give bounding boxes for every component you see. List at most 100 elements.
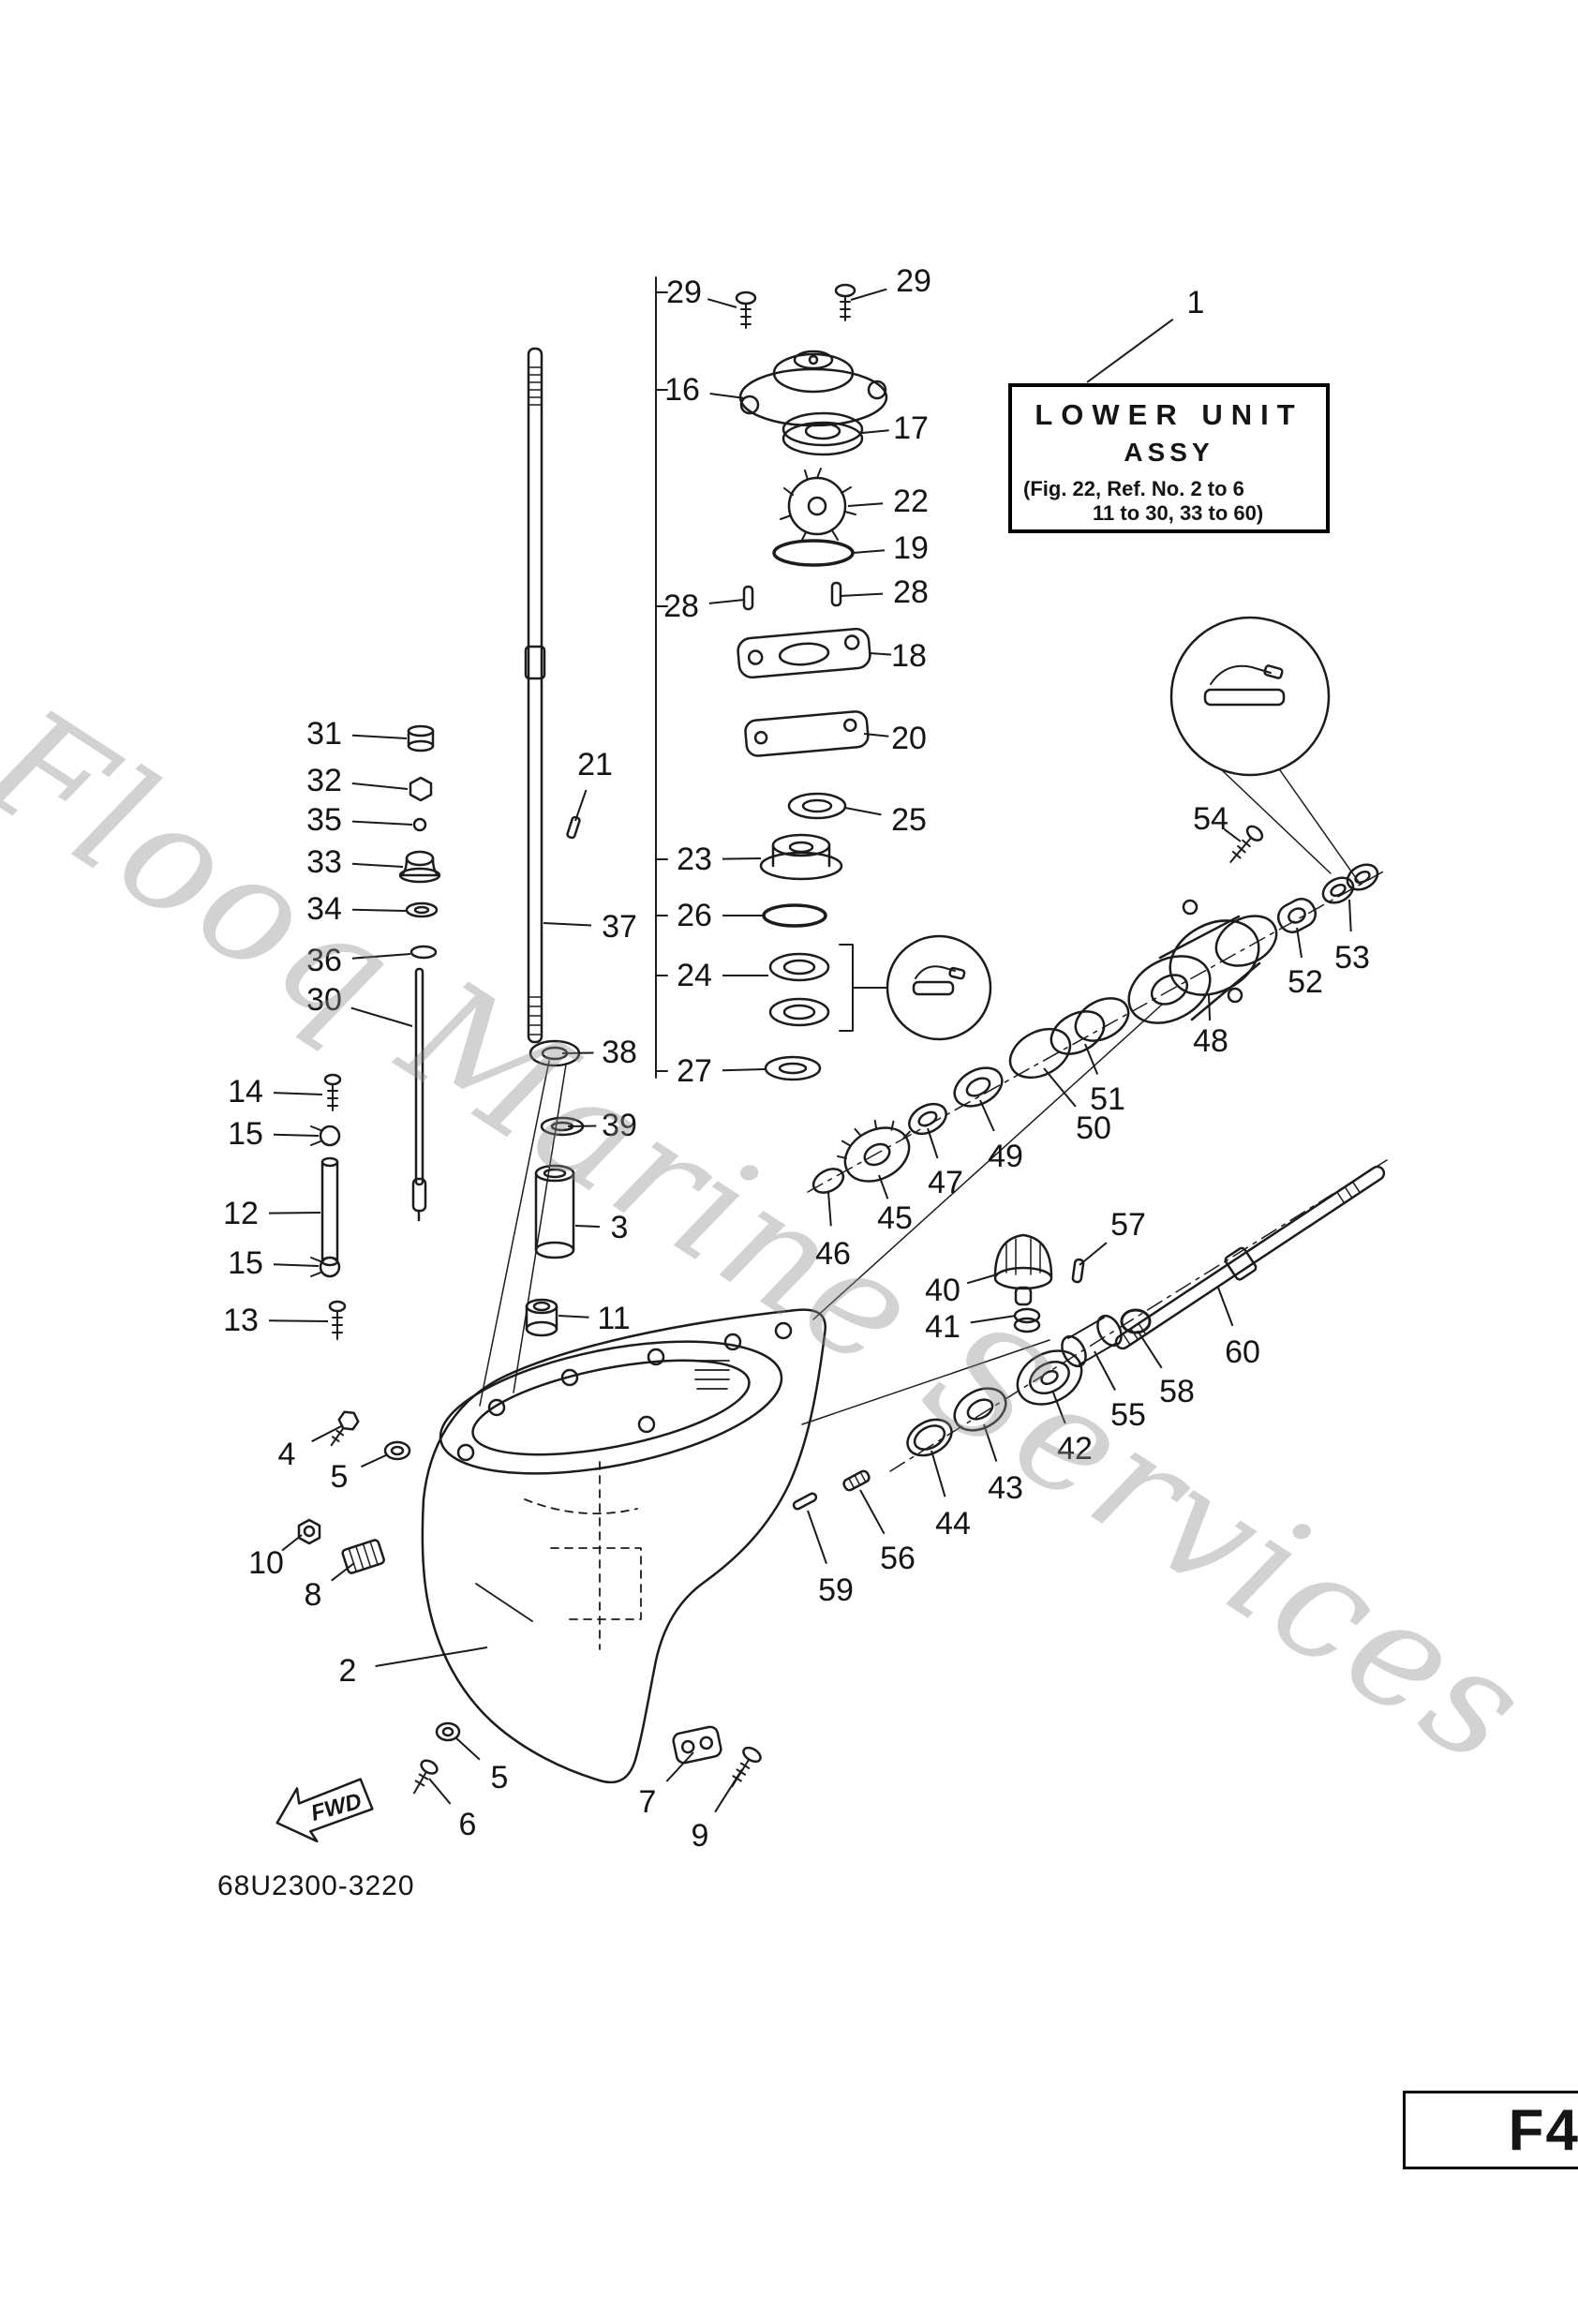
leader-line-9 <box>714 1768 743 1813</box>
callout-43: 43 <box>988 1470 1023 1506</box>
callout-28: 28 <box>663 588 699 624</box>
leader-line-53 <box>1348 899 1352 932</box>
callout-30: 30 <box>306 982 342 1018</box>
leader-line-38 <box>561 1051 594 1054</box>
callout-5: 5 <box>490 1760 509 1795</box>
screw-14 <box>323 1073 342 1111</box>
callout-36: 36 <box>306 943 342 978</box>
shim-47 <box>908 1102 947 1136</box>
bushing-52 <box>1276 898 1317 933</box>
callout-49: 49 <box>988 1139 1023 1174</box>
callout-2: 2 <box>338 1653 357 1689</box>
callout-35: 35 <box>306 802 342 838</box>
callout-45: 45 <box>877 1200 913 1236</box>
leader-line-29 <box>850 288 887 301</box>
callout-54: 54 <box>1193 801 1228 837</box>
nut-10 <box>297 1518 321 1545</box>
ball-35 <box>412 817 427 832</box>
leader-line-30 <box>350 1006 413 1027</box>
bearing-carrier-48 <box>1127 899 1278 1024</box>
leader-line-12 <box>268 1212 321 1214</box>
callout-60: 60 <box>1225 1334 1260 1370</box>
callout-19: 19 <box>893 530 929 566</box>
title-box: LOWER UNIT ASSY (Fig. 22, Ref. No. 2 to … <box>1008 383 1330 533</box>
callout-42: 42 <box>1057 1431 1093 1467</box>
leader-line-20 <box>863 733 889 737</box>
title-box-ref-line1: (Fig. 22, Ref. No. 2 to 6 <box>1023 477 1244 500</box>
page-label-box: F4 <box>1403 2091 1578 2169</box>
bearing-43 <box>953 1387 1007 1432</box>
impeller <box>780 468 856 543</box>
leader-line-5 <box>360 1453 389 1468</box>
prop-shaft-60 <box>1114 1165 1386 1350</box>
callout-53: 53 <box>1334 940 1370 976</box>
callout-24: 24 <box>677 958 712 993</box>
leader-line-14 <box>273 1092 323 1095</box>
leader-line-57 <box>1079 1242 1108 1266</box>
leader-line-15 <box>273 1263 320 1267</box>
callout-33: 33 <box>306 844 342 880</box>
sleeve-3 <box>534 1164 575 1259</box>
leader-line-21 <box>574 789 588 822</box>
anode-8 <box>341 1539 385 1574</box>
callout-6: 6 <box>458 1807 477 1842</box>
callout-50: 50 <box>1076 1110 1111 1146</box>
leader-line-23 <box>722 857 762 860</box>
callout-37: 37 <box>602 909 637 945</box>
gasket <box>744 710 870 757</box>
dowel-pin-right <box>830 581 842 607</box>
group-bracket-line <box>655 276 668 1079</box>
leader-line-41 <box>970 1315 1017 1324</box>
callout-55: 55 <box>1110 1397 1146 1433</box>
callout-40: 40 <box>925 1273 960 1308</box>
leader-line-55 <box>1094 1350 1116 1391</box>
bearing-49 <box>953 1066 1004 1108</box>
callout-15: 15 <box>228 1245 263 1281</box>
callout-26: 26 <box>677 898 712 933</box>
callout-7: 7 <box>638 1784 657 1820</box>
leader-line-47 <box>927 1127 939 1159</box>
outer-plate <box>737 627 871 679</box>
leader-line-58 <box>1137 1330 1163 1369</box>
leader-line-42 <box>1052 1392 1066 1424</box>
callout-20: 20 <box>891 721 927 756</box>
leader-line-50 <box>1043 1067 1077 1108</box>
leader-line-13 <box>268 1319 329 1322</box>
callout-47: 47 <box>928 1165 963 1200</box>
callout-21: 21 <box>577 747 613 782</box>
leader-line-11 <box>558 1315 589 1318</box>
clamp-15-upper <box>310 1125 341 1147</box>
callout-29: 29 <box>666 275 702 310</box>
callout-29: 29 <box>896 263 931 299</box>
trim-tab-7 <box>672 1725 722 1765</box>
leader-line-44 <box>930 1450 946 1497</box>
ring-58 <box>1120 1308 1152 1334</box>
callout-22: 22 <box>893 484 929 519</box>
callout-57: 57 <box>1110 1207 1146 1243</box>
leader-line-17 <box>861 429 889 434</box>
pin-57 <box>1071 1258 1085 1284</box>
needle-bearings <box>768 952 830 1027</box>
leader-line-51 <box>1084 1043 1099 1075</box>
leader-line-31 <box>351 734 408 739</box>
callout-16: 16 <box>664 372 700 408</box>
pin-59 <box>792 1492 818 1511</box>
leader-line-18 <box>869 652 892 656</box>
clip-detail-small <box>886 934 992 1041</box>
leader-line-49 <box>979 1099 995 1132</box>
washer-5-lower <box>435 1721 461 1742</box>
leader-line-48 <box>1208 994 1212 1021</box>
leader-line-46 <box>827 1191 832 1227</box>
washer-34 <box>405 901 439 918</box>
reverse-gear-42 <box>1016 1349 1083 1406</box>
callout-18: 18 <box>891 638 927 674</box>
leader-line-10 <box>281 1534 303 1552</box>
leader-line-8 <box>331 1562 355 1582</box>
callout-11: 11 <box>597 1301 631 1336</box>
leader-line-32 <box>351 782 409 790</box>
callout-58: 58 <box>1159 1374 1195 1409</box>
washer-27 <box>764 1055 822 1081</box>
bushing-11 <box>525 1298 558 1337</box>
